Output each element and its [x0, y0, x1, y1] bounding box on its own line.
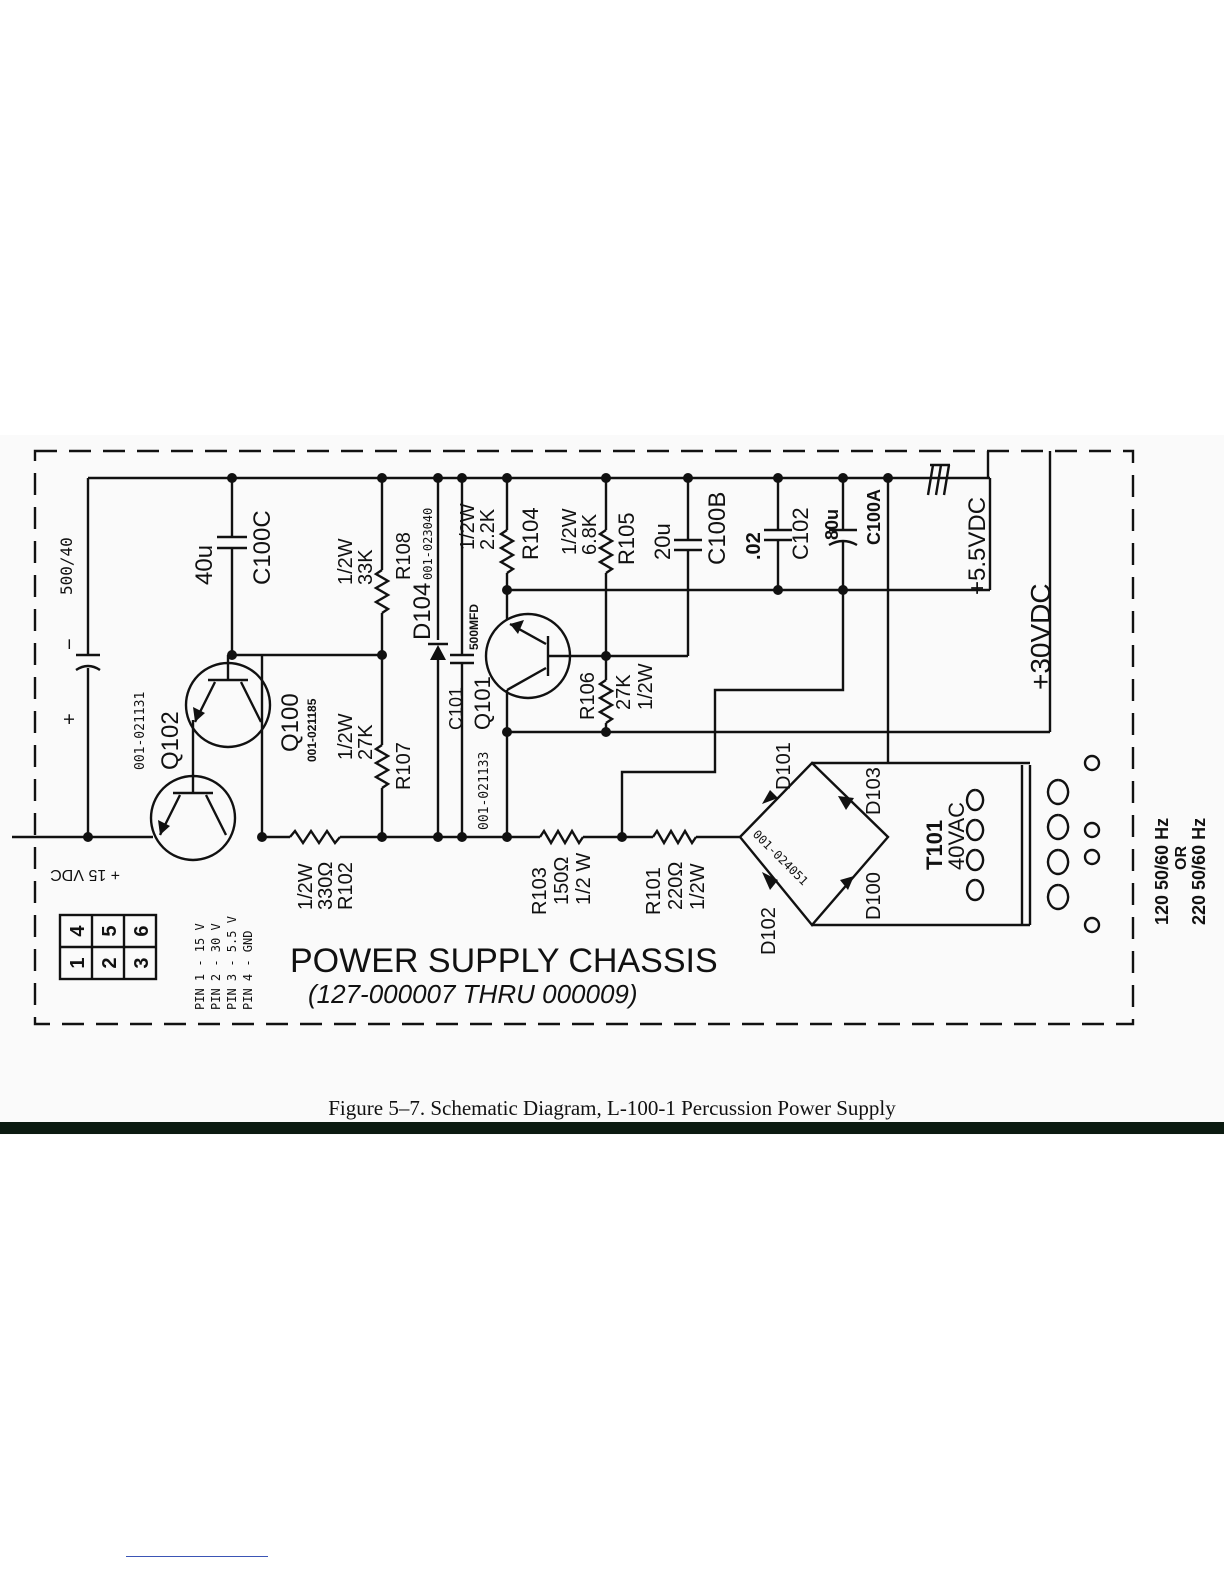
c100a-value-label: 80u	[822, 509, 842, 540]
c100c-value-label: 40u	[191, 545, 218, 585]
bridge-part-label: 001-024051	[750, 827, 811, 888]
d102-diode-icon	[762, 872, 778, 890]
connector-cell-2: 2	[99, 957, 121, 968]
connector-cell-1: 1	[67, 957, 89, 968]
diagram-subtitle: (127-000007 THRU 000009)	[308, 979, 638, 1009]
r101-label: R101	[643, 867, 665, 915]
r103-watt-label: 1/2 W	[573, 853, 595, 905]
r107-label: R107	[393, 742, 415, 790]
d101-diode-icon	[762, 790, 778, 804]
q101-part-label: 001-021133	[477, 752, 492, 830]
t101-transformer	[965, 754, 1101, 934]
c100a-cap-curved-plate	[828, 539, 858, 547]
figure-caption: Figure 5–7. Schematic Diagram, L-100-1 P…	[328, 1096, 896, 1120]
rail-5-5vdc-label: +5.5VDC	[964, 497, 991, 595]
r104-watt-label: 1/2W	[457, 503, 479, 550]
r104-value-label: 2.2K	[477, 508, 499, 550]
d101-label: D101	[773, 742, 795, 790]
r105-label: R105	[614, 512, 639, 565]
r106-label: R106	[577, 672, 599, 720]
scanned-page	[0, 435, 1224, 1135]
q101-label: Q101	[470, 676, 495, 730]
pin-legend-2: PIN 2 - 30 V	[209, 923, 223, 1010]
r107-resistor	[373, 744, 391, 789]
cap-plus-label: +	[59, 713, 81, 725]
q100-part-label: 001-021185	[305, 698, 319, 762]
r106-value-label: 27K	[613, 674, 635, 710]
r108-resistor	[373, 569, 391, 614]
r102-watt-label: 1/2W	[295, 863, 317, 910]
wire	[620, 590, 845, 837]
r105-value-label: 6.8K	[579, 513, 601, 555]
r102-label: R102	[335, 862, 357, 910]
q102-part-label: 001-021131	[133, 692, 148, 770]
q102-label: Q102	[157, 711, 184, 770]
r108-label: R108	[393, 532, 415, 580]
connector-block	[58, 913, 158, 981]
r102-value-label: 330Ω	[315, 862, 337, 910]
r106-resistor	[597, 679, 615, 724]
c100a-label: C100A	[864, 489, 884, 545]
d103-label: D103	[863, 767, 885, 815]
r105-resistor	[597, 529, 615, 574]
r104-resistor	[498, 529, 516, 574]
d104-label: D104	[409, 583, 436, 640]
r101-resistor	[652, 828, 697, 846]
scan-edge-bar	[0, 1122, 1224, 1134]
footnote-rule	[126, 1556, 268, 1557]
mains-120-label: 120 50/60 Hz	[1152, 818, 1172, 925]
ground-icon	[926, 463, 951, 496]
mains-220-label: 220 50/60 Hz	[1189, 818, 1209, 925]
r105-watt-label: 1/2W	[559, 508, 581, 555]
r103-resistor	[539, 828, 584, 846]
r108-watt-label: 1/2W	[335, 538, 357, 585]
pin-legend-3: PIN 3 - 5.5 V	[225, 916, 239, 1010]
r101-watt-label: 1/2W	[687, 863, 709, 910]
d104-part-label: 001-023040	[421, 508, 435, 580]
c101-label: C101	[446, 687, 466, 730]
c102-label: C102	[788, 507, 813, 560]
q100-label: Q100	[277, 693, 304, 752]
connector-cell-5: 5	[99, 925, 121, 936]
rail-30vdc-label: +30VDC	[1025, 583, 1056, 690]
q102-transistor	[149, 760, 237, 862]
chassis-border	[33, 449, 1135, 1026]
r106-watt-label: 1/2W	[635, 663, 657, 710]
r101-value-label: 220Ω	[665, 862, 687, 910]
d103-diode-icon	[838, 796, 854, 810]
c101-value-label: 500MFD	[467, 604, 481, 650]
connector-cell-4: 4	[67, 925, 89, 937]
cap-500-40-curved-plate	[75, 664, 101, 672]
connector-cell-6: 6	[131, 925, 153, 936]
connector-cell-3: 3	[131, 957, 153, 968]
r103-value-label: 150Ω	[551, 857, 573, 905]
d102-label: D102	[758, 907, 780, 955]
c100b-value-label: 20u	[650, 523, 675, 560]
diagram-title: POWER SUPPLY CHASSIS	[290, 942, 718, 980]
pin-legend-1: PIN 1 - 15 V	[193, 923, 207, 1010]
t101-label: T101	[922, 820, 947, 870]
r107-watt-label: 1/2W	[335, 713, 357, 760]
c102-value-label: .02	[743, 532, 765, 560]
r107-value-label: 27K	[355, 724, 377, 760]
r102-resistor	[289, 828, 341, 846]
r103-label: R103	[529, 867, 551, 915]
d104-diode-icon	[430, 645, 446, 660]
q101-transistor	[484, 612, 572, 700]
q100-transistor	[184, 655, 272, 749]
pin-legend-4: PIN 4 - GND	[241, 931, 255, 1010]
rail-15vdc-label: + 15 VDC	[50, 866, 120, 883]
d100-diode-icon	[840, 876, 854, 890]
mains-or-label: OR	[1173, 846, 1190, 870]
c100b-label: C100B	[704, 492, 731, 565]
d100-label: D100	[863, 872, 885, 920]
cap-minus-label: −	[59, 638, 81, 650]
t101-rating-label: 40VAC	[944, 802, 969, 870]
r108-value-label: 33K	[355, 549, 377, 585]
r104-label: R104	[518, 507, 543, 560]
c100c-label: C100C	[249, 510, 276, 585]
cap-500-40-label: 500/40	[57, 537, 76, 595]
